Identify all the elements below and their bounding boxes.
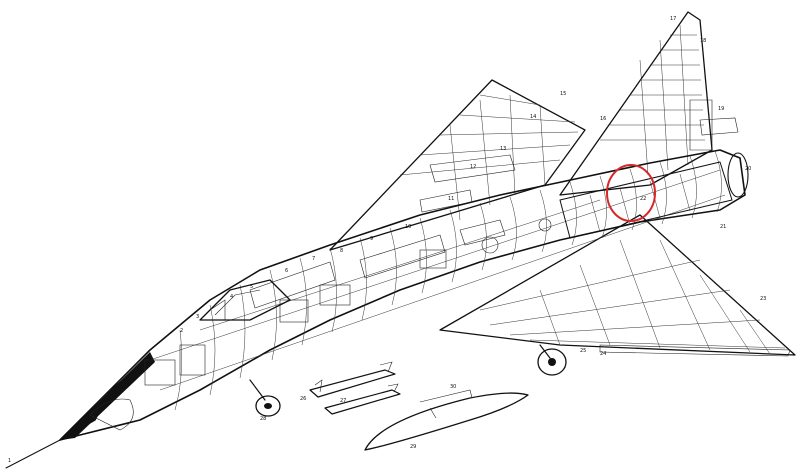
external-fuel-tank [364,389,529,451]
missile-upper [309,361,396,398]
callout-24: 24 [600,351,606,357]
callout-10: 10 [405,224,411,230]
callout-6: 6 [285,268,288,274]
callout-17: 17 [670,16,676,22]
callout-9: 9 [370,236,373,242]
cockpit-canopy [199,279,291,321]
callout-2: 2 [180,328,183,334]
callout-21: 21 [720,224,726,230]
callout-25: 25 [580,348,586,354]
callout-7: 7 [312,256,315,262]
internal-equipment [144,218,552,386]
callout-16: 16 [600,116,606,122]
callout-13: 13 [500,146,506,152]
main-landing-gear [537,344,567,376]
callout-18: 18 [700,38,706,44]
callout-22: 22 [640,196,646,202]
lower-wing [439,214,796,357]
callout-12: 12 [470,164,476,170]
callout-29: 29 [410,444,416,450]
missile-lower [324,383,401,415]
callout-28: 28 [260,416,266,422]
callout-20: 20 [745,166,751,172]
callout-26: 26 [300,396,306,402]
highlight-circle [606,164,656,222]
callout-15: 15 [560,91,566,97]
fuselage [59,149,749,441]
callout-11: 11 [448,196,454,202]
callout-3: 3 [196,314,199,320]
nose-section [5,352,155,469]
callout-30: 30 [450,384,456,390]
callout-14: 14 [530,114,536,120]
callout-23: 23 [760,296,766,302]
callout-1: 1 [8,458,11,464]
callout-4: 4 [230,294,233,300]
callout-19: 19 [718,106,724,112]
callout-27: 27 [340,398,346,404]
upper-wing [329,79,586,251]
callout-labels: 1234567891011121314151617181920212223242… [8,16,766,464]
callout-8: 8 [340,248,343,254]
nose-landing-gear [249,379,281,417]
callout-5: 5 [250,284,253,290]
